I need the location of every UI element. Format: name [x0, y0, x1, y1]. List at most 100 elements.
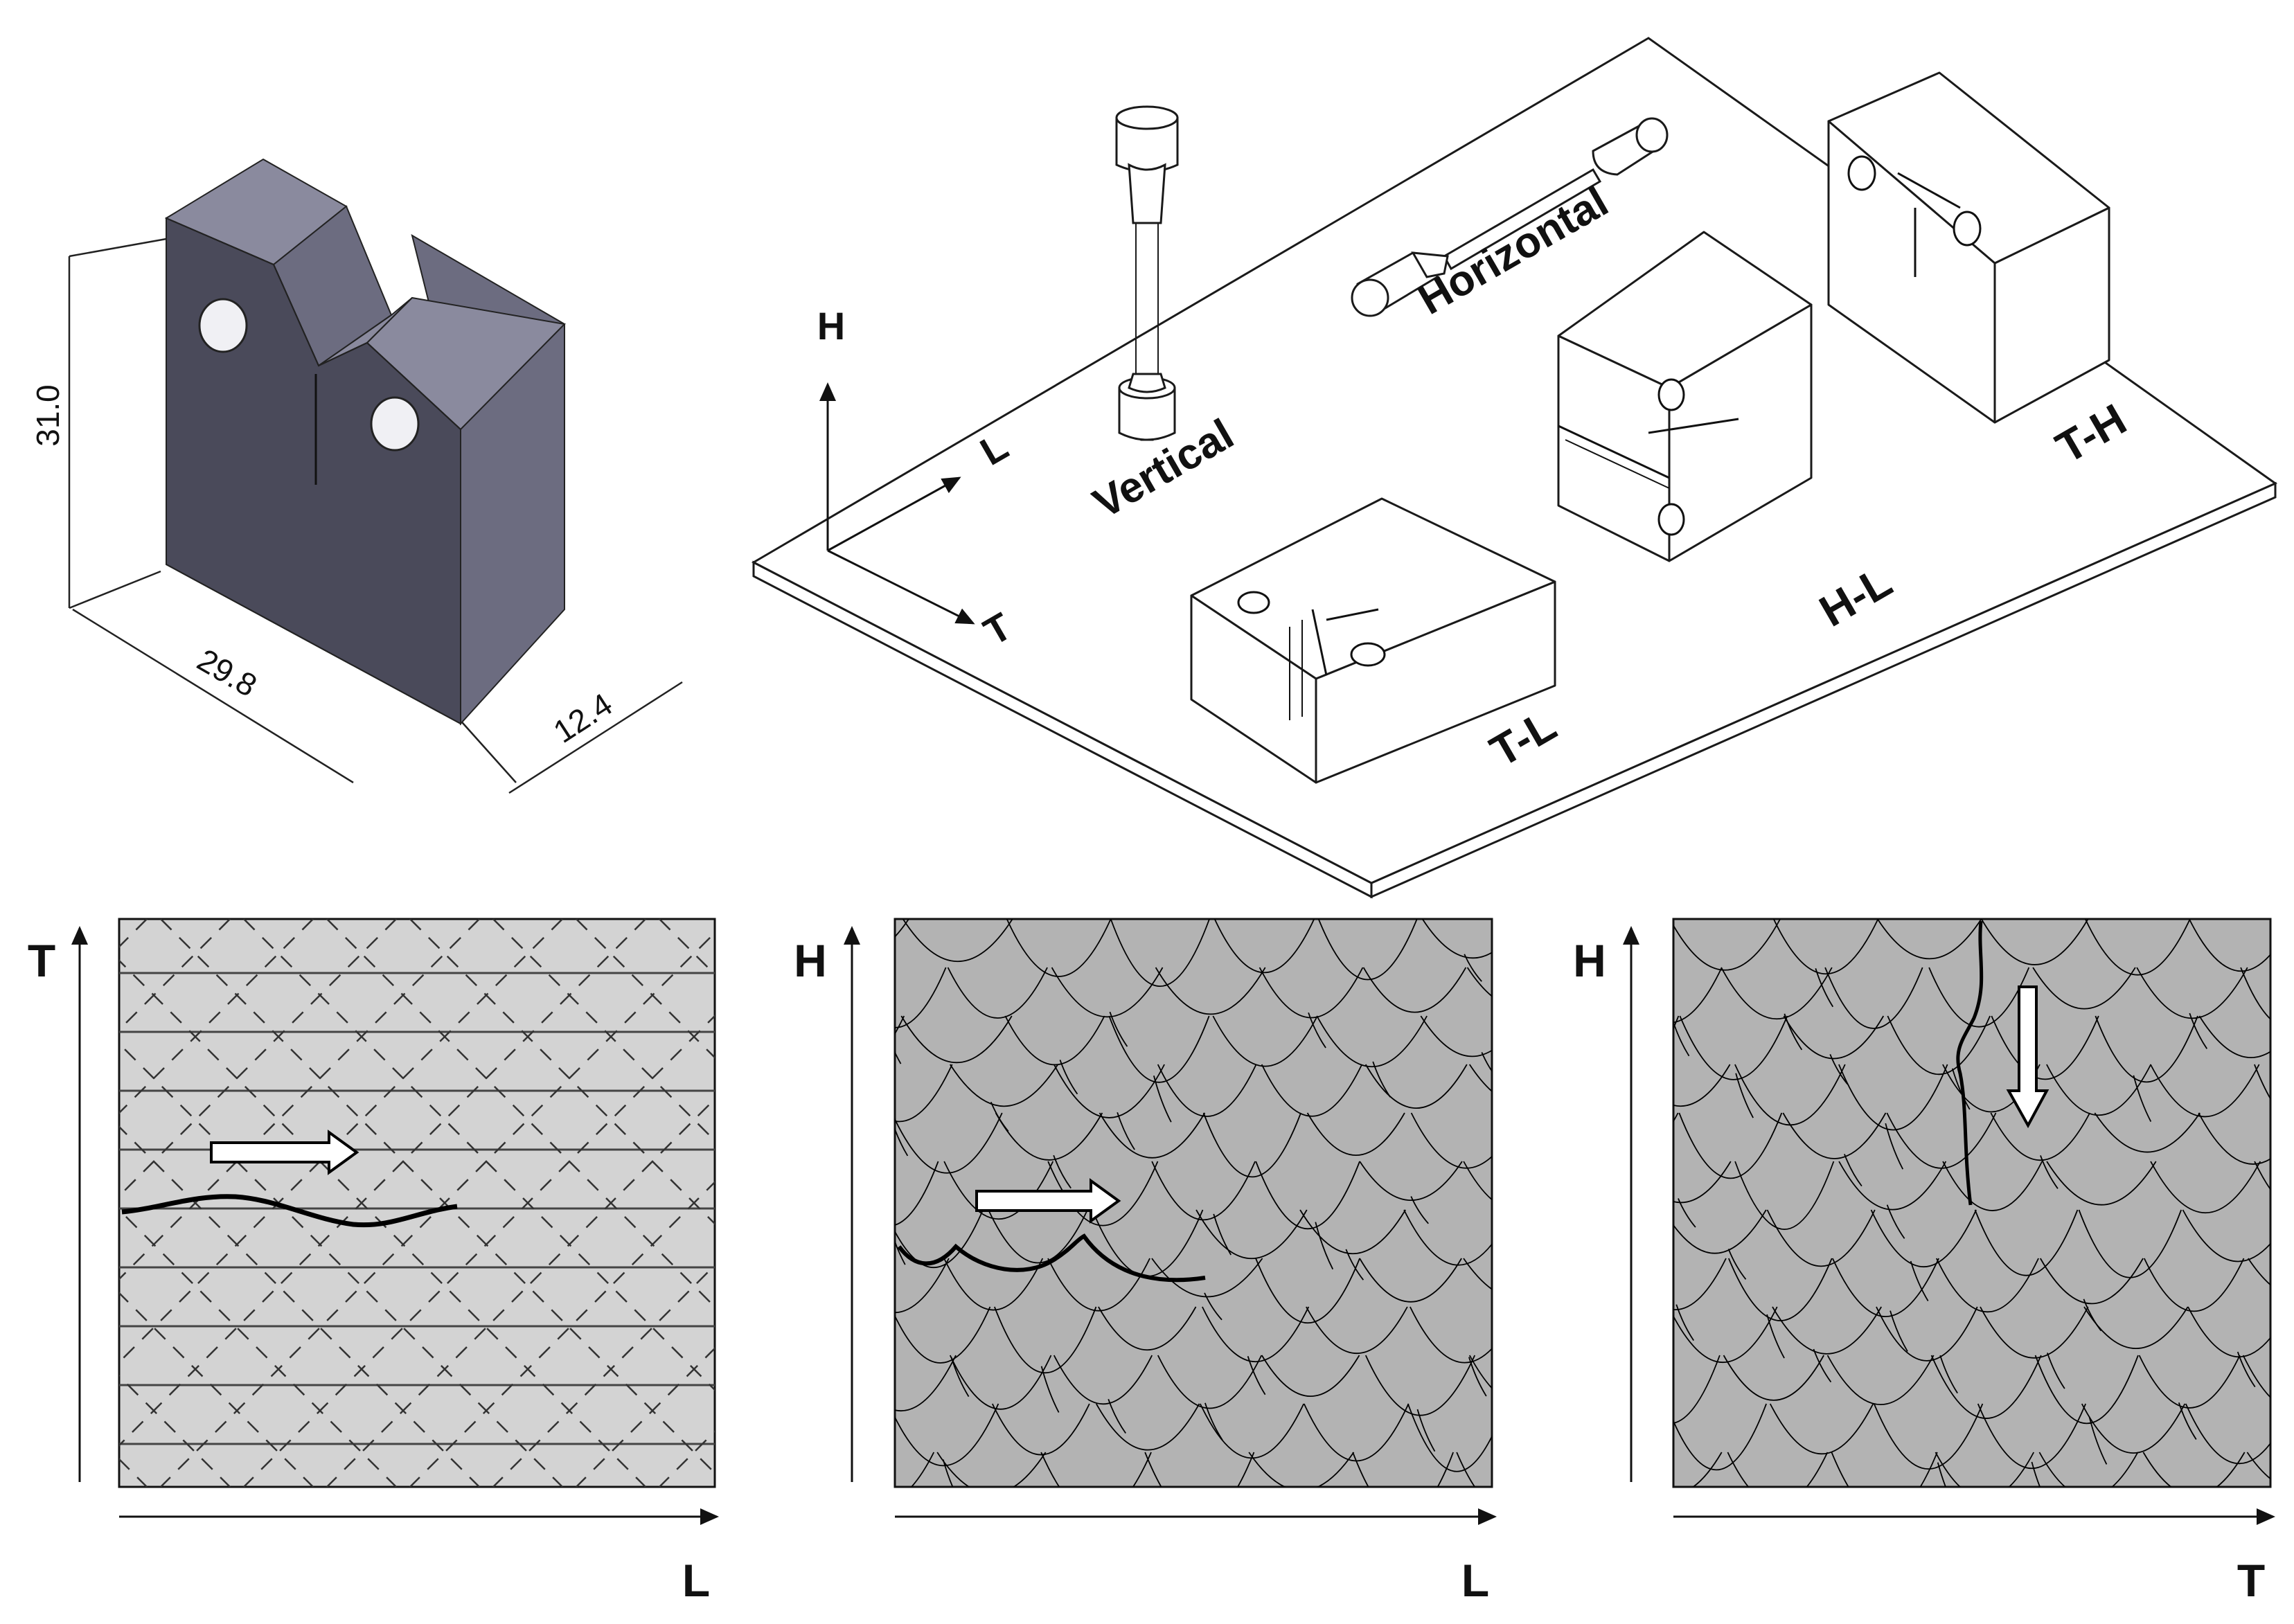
grain-boundary	[1565, 1161, 1583, 1198]
melt-pool-boundary	[991, 1403, 1090, 1456]
specimen-t-h	[1827, 71, 2110, 424]
melt-pool-boundary	[1040, 1452, 1152, 1487]
melt-pool-boundary	[1565, 1307, 1664, 1362]
melt-pool-boundary	[902, 919, 1013, 963]
melt-pool-boundary	[1990, 1112, 2090, 1161]
melt-pool-boundary	[1213, 919, 1315, 973]
melt-pool-boundary	[1826, 1355, 1935, 1405]
melt-pool-boundary	[1727, 1258, 1833, 1321]
grain-boundary	[1464, 954, 1482, 982]
melt-pool-boundary	[1935, 1452, 2035, 1487]
grain-line	[492, 919, 715, 1142]
melt-pool-boundary	[1006, 919, 1112, 977]
grain-boundary	[1059, 1060, 1078, 1095]
melt-pool-boundary	[2083, 1306, 2189, 1350]
grain-line	[409, 1181, 715, 1487]
grain-line	[119, 919, 646, 1447]
melt-pool-boundary	[2186, 1501, 2289, 1544]
grain-line	[160, 931, 715, 1487]
melt-pool-boundary	[1316, 1015, 1428, 1067]
melt-pool-boundary	[1887, 1015, 1991, 1076]
melt-pool-boundary	[895, 1258, 950, 1313]
melt-pool-boundary	[1300, 1501, 1401, 1563]
melt-pool-boundary	[1673, 967, 1723, 1024]
melt-pool-boundary	[2290, 1404, 2294, 1452]
grain-line	[119, 1375, 231, 1487]
grain-boundary	[1096, 1509, 1114, 1553]
melt-pool-boundary	[1783, 1015, 1885, 1060]
grain-boundary	[1053, 1154, 1072, 1189]
melt-pool-boundary	[1157, 1355, 1263, 1409]
melt-pool-boundary	[1567, 1258, 1678, 1312]
melt-pool-boundary	[1053, 1064, 1165, 1118]
melt-pool-boundary	[895, 1403, 999, 1467]
grain-boundary	[1675, 1304, 1694, 1341]
panel-2-arrow	[975, 1178, 1121, 1224]
melt-pool-boundary	[910, 1452, 935, 1487]
melt-pool-boundary	[1108, 1015, 1210, 1083]
melt-pool-boundary	[1691, 1452, 1723, 1487]
grain-boundary	[1468, 1357, 1487, 1397]
melt-pool-boundary	[1838, 1161, 1947, 1211]
melt-pool-boundary	[2082, 1501, 2185, 1553]
melt-pool-boundary	[1772, 1306, 1882, 1355]
melt-pool-boundary	[1574, 1355, 1682, 1402]
plate-diagram: H L T Vertical Horizontal	[751, 37, 2278, 899]
melt-pool-boundary	[2046, 1064, 2152, 1116]
grain-boundary	[1890, 1310, 1908, 1352]
grain-boundary	[1885, 1123, 1904, 1170]
melt-pool-boundary	[1202, 1112, 1301, 1178]
melt-pool-boundary	[1563, 1404, 1671, 1473]
melt-pool-boundary	[895, 1015, 905, 1035]
melt-pool-boundary	[1508, 1501, 1615, 1552]
melt-pool-boundary	[788, 1113, 886, 1164]
melt-pool-boundary	[1870, 1209, 1977, 1268]
melt-pool-boundary	[1306, 1112, 1405, 1157]
specimen-t-l	[1190, 497, 1556, 784]
melt-pool-boundary	[1679, 1015, 1788, 1080]
grain-boundary	[1782, 1500, 1799, 1537]
melt-pool-boundary	[1935, 1258, 2039, 1312]
grain-boundary	[1315, 1222, 1334, 1270]
melt-pool-boundary	[1151, 1161, 1256, 1221]
grain-boundary	[2237, 1351, 2256, 1388]
grain-boundary	[1204, 1292, 1222, 1321]
melt-pool-boundary	[1512, 1404, 1615, 1472]
melt-pool-boundary	[2095, 1015, 2198, 1083]
melt-pool-boundary	[1734, 1161, 1835, 1230]
melt-pool-boundary	[1202, 1306, 1310, 1362]
melt-pool-boundary	[1873, 1403, 1984, 1470]
grain-boundary	[2189, 1012, 2208, 1049]
melt-pool-boundary	[785, 1404, 882, 1452]
melt-pool-boundary	[1769, 1403, 1874, 1454]
melt-pool-boundary	[1359, 1161, 1463, 1202]
tensile-specimen-horizontal	[1351, 117, 1669, 317]
panel-2-y-axis-label: H	[794, 935, 827, 986]
melt-pool-boundary	[1403, 1209, 1492, 1266]
grain-line	[0, 919, 64, 1487]
panel-3-crack	[1956, 920, 1984, 1206]
grain-boundary	[2137, 1548, 2154, 1585]
melt-pool-boundary	[1673, 919, 1781, 971]
grain-boundary	[1345, 1249, 1364, 1281]
grain-boundary	[2178, 1402, 2197, 1440]
melt-pool-boundary	[2142, 1452, 2246, 1487]
melt-pool-boundary	[949, 1064, 1059, 1107]
grain-line	[0, 919, 64, 1487]
melt-pool-boundary	[895, 1306, 991, 1364]
melt-pool-boundary	[1574, 1064, 1684, 1121]
melt-pool-boundary	[1306, 1306, 1408, 1355]
melt-pool-boundary	[1468, 1355, 1492, 1389]
melt-pool-boundary	[1051, 967, 1164, 1017]
grain-boundary	[1551, 1465, 1568, 1513]
panel-2-x-axis-label: L	[1461, 1555, 1489, 1606]
melt-pool-boundary	[1678, 1112, 1783, 1179]
grain-boundary	[1844, 1154, 1862, 1187]
melt-pool-boundary	[1255, 1258, 1360, 1324]
melt-pool-boundary	[895, 919, 909, 938]
melt-pool-boundary	[2182, 1209, 2270, 1262]
melt-pool-boundary	[1463, 1258, 1492, 1290]
melt-pool-boundary	[1567, 1161, 1671, 1212]
grain-boundary	[1829, 1054, 1848, 1085]
